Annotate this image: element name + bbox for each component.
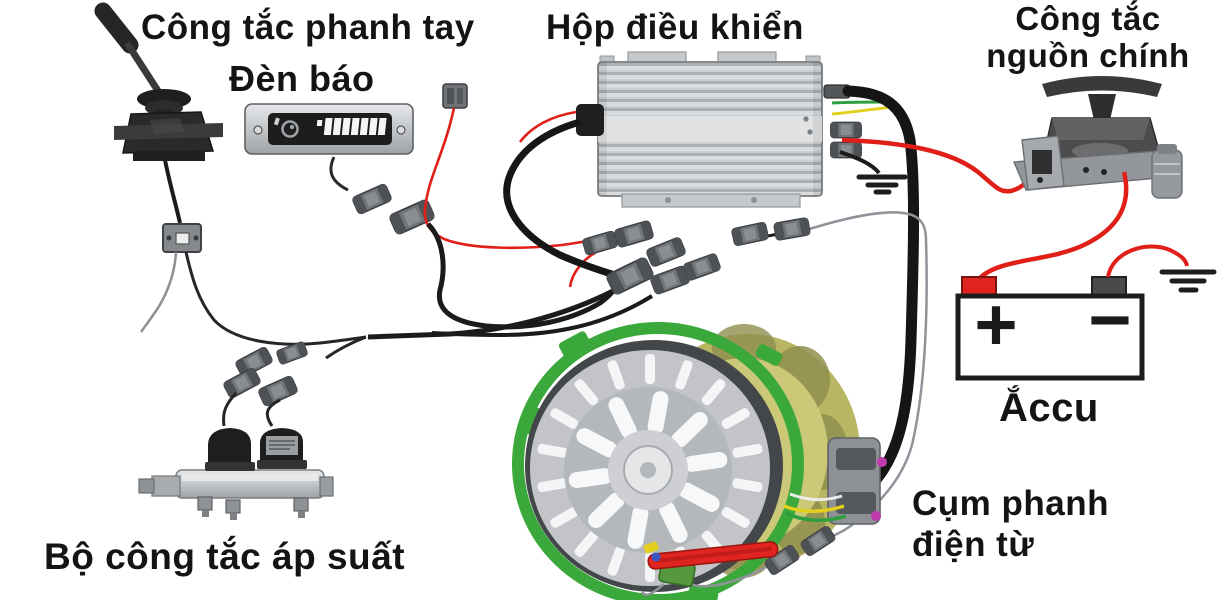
handbrake-lever-grip	[94, 2, 139, 54]
wire-indicator-to-cluster	[426, 222, 624, 330]
label-main-power-switch-line2: nguồn chính	[986, 37, 1190, 74]
battery-body	[955, 293, 1145, 381]
red-wire-top-connector	[442, 83, 468, 109]
connector-cluster	[581, 216, 812, 297]
control-box-band	[598, 116, 822, 142]
wire-handbrake-to-connector	[163, 159, 182, 224]
main-power-switch	[1012, 76, 1183, 199]
cable-box-left-to-cluster	[503, 118, 620, 280]
control-box	[576, 51, 823, 208]
control-box-left-connector	[576, 104, 604, 136]
label-em-brake-line2: điện từ	[912, 525, 1035, 564]
label-em-brake-line1: Cụm phanh	[912, 484, 1109, 523]
motor-fan-blades	[568, 391, 728, 549]
pressure-switch-assembly	[138, 428, 334, 520]
panel-logo-icon	[281, 120, 299, 138]
wire-green-connector-tail	[640, 583, 665, 596]
motor-red-bracket	[647, 541, 779, 570]
motor-yellow-tab	[643, 541, 659, 554]
box-connector-mid1	[830, 121, 862, 139]
wire-red-battery-ground	[1106, 244, 1189, 278]
battery: + −	[955, 276, 1145, 381]
label-pressure-switch-set: Bộ công tắc áp suất	[44, 536, 406, 577]
label-main-power-switch: Công tắc nguồn chính	[958, 0, 1218, 74]
motor-connector-block	[827, 437, 887, 525]
ground-symbol-control-box	[856, 174, 908, 195]
wire-box-ground	[839, 150, 881, 175]
indicator-light-panel	[244, 103, 414, 155]
motor-wire-green	[785, 511, 847, 522]
motor-connector-dot-bottom	[871, 511, 881, 521]
motor-wire-white	[789, 492, 843, 502]
indicator-connector-a	[351, 182, 393, 216]
wire-red-pigtail	[423, 107, 623, 250]
label-handbrake-switch: Công tắc phanh tay	[141, 8, 475, 47]
handbrake-lever-shaft	[124, 41, 163, 96]
battery-negative-symbol: −	[1088, 278, 1131, 361]
wire-red-box-left	[518, 110, 577, 143]
wire-handbrake-stub	[139, 251, 178, 333]
label-main-power-switch-line1: Công tắc	[1015, 0, 1161, 37]
switch-handle	[1042, 76, 1162, 97]
wire-to-right-pressure-switch	[265, 398, 281, 427]
motor-blue-dot	[651, 552, 661, 562]
wire-cluster-to-junction-b	[431, 294, 654, 338]
wire-yellow	[831, 105, 893, 116]
wire-handbrake-to-junction	[184, 251, 367, 346]
battery-positive-symbol: +	[974, 283, 1017, 366]
label-battery: Ắccu	[999, 386, 1099, 430]
motor-wire-yellow	[783, 504, 845, 513]
wire-indicator-down	[329, 156, 349, 192]
label-em-brake: Cụm phanh điện từ	[912, 483, 1109, 565]
panel-bar-segments	[316, 118, 387, 135]
wire-red-box-to-switch	[841, 137, 1039, 194]
panel-screw-right	[396, 125, 406, 135]
wire-to-left-pressure-switch	[222, 391, 238, 427]
panel-screw-left	[253, 125, 263, 135]
motor-green-ring	[512, 322, 804, 600]
wire-red-switch-to-battery	[978, 171, 1129, 280]
wire-junction-to-pressure	[325, 335, 367, 360]
handbrake-switch	[94, 2, 223, 161]
ground-symbol-battery	[1159, 269, 1217, 293]
label-indicator-light: Đèn báo	[229, 58, 375, 99]
motor-rim-slots	[537, 354, 763, 582]
indicator-connector-b	[387, 198, 437, 236]
handbrake-inline-connector	[162, 223, 202, 253]
pressure-switch-left	[208, 428, 251, 468]
motor-connector-dot-top	[877, 457, 887, 467]
pressure-connector-cluster	[222, 340, 309, 408]
label-control-box: Hộp điều khiển	[546, 8, 804, 47]
